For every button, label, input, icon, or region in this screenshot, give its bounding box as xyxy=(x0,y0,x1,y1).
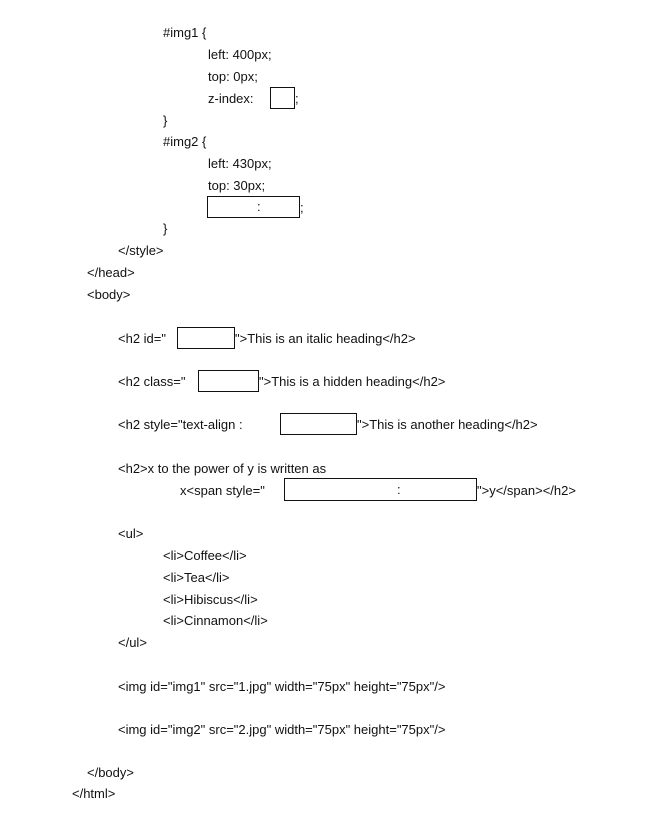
list-item-coffee: <li>Coffee</li> xyxy=(163,548,247,563)
list-item-cinnamon: <li>Cinnamon</li> xyxy=(163,613,268,628)
list-item-tea: <li>Tea</li> xyxy=(163,570,230,585)
text-align-blank-field[interactable] xyxy=(280,413,357,435)
img2-tag-line: <img id="img2" src="2.jpg" width="75px" … xyxy=(118,722,446,737)
span-style-prefix: x<span style=" xyxy=(180,483,265,498)
img2-selector-line: #img2 { xyxy=(163,134,207,149)
img2-property-semicolon: ; xyxy=(300,200,304,215)
body-open-tag: <body> xyxy=(87,287,131,302)
img1-left-line: left: 400px; xyxy=(208,47,272,62)
h2-id-prefix: <h2 id=" xyxy=(118,331,166,346)
h2-id-suffix: ">This is an italic heading</h2> xyxy=(235,331,416,346)
body-close-tag: </body> xyxy=(87,765,134,780)
img1-top-line: top: 0px; xyxy=(208,69,258,84)
span-colon: : xyxy=(397,482,401,497)
h2-id-blank-field[interactable] xyxy=(177,327,235,349)
img2-property-blank-field[interactable]: : xyxy=(207,196,300,218)
span-style-suffix: ">y</span></h2> xyxy=(477,483,576,498)
h2-class-prefix: <h2 class=" xyxy=(118,374,186,389)
img1-close-brace: } xyxy=(163,113,168,128)
img2-left-line: left: 430px; xyxy=(208,156,272,171)
ul-close-tag: </ul> xyxy=(118,635,147,650)
img1-zindex-label: z-index: xyxy=(208,91,254,106)
h2-style-suffix: ">This is another heading</h2> xyxy=(357,417,538,432)
zindex-blank-field[interactable] xyxy=(270,87,295,109)
style-close-tag: </style> xyxy=(118,243,164,258)
img2-close-brace: } xyxy=(163,221,168,236)
ul-open-tag: <ul> xyxy=(118,526,144,541)
img1-selector-line: #img1 { xyxy=(163,25,207,40)
h2-style-prefix: <h2 style="text-align : xyxy=(118,417,243,432)
img1-tag-line: <img id="img1" src="1.jpg" width="75px" … xyxy=(118,679,446,694)
html-close-tag: </html> xyxy=(72,786,116,801)
h2-class-blank-field[interactable] xyxy=(198,370,259,392)
zindex-semicolon: ; xyxy=(295,91,299,106)
span-style-blank-field[interactable]: : xyxy=(284,478,477,501)
property-colon: : xyxy=(257,199,261,214)
list-item-hibiscus: <li>Hibiscus</li> xyxy=(163,592,258,607)
h2-power-line: <h2>x to the power of y is written as xyxy=(118,461,327,476)
img2-top-line: top: 30px; xyxy=(208,178,266,193)
h2-class-suffix: ">This is a hidden heading</h2> xyxy=(259,374,446,389)
head-close-tag: </head> xyxy=(87,265,135,280)
